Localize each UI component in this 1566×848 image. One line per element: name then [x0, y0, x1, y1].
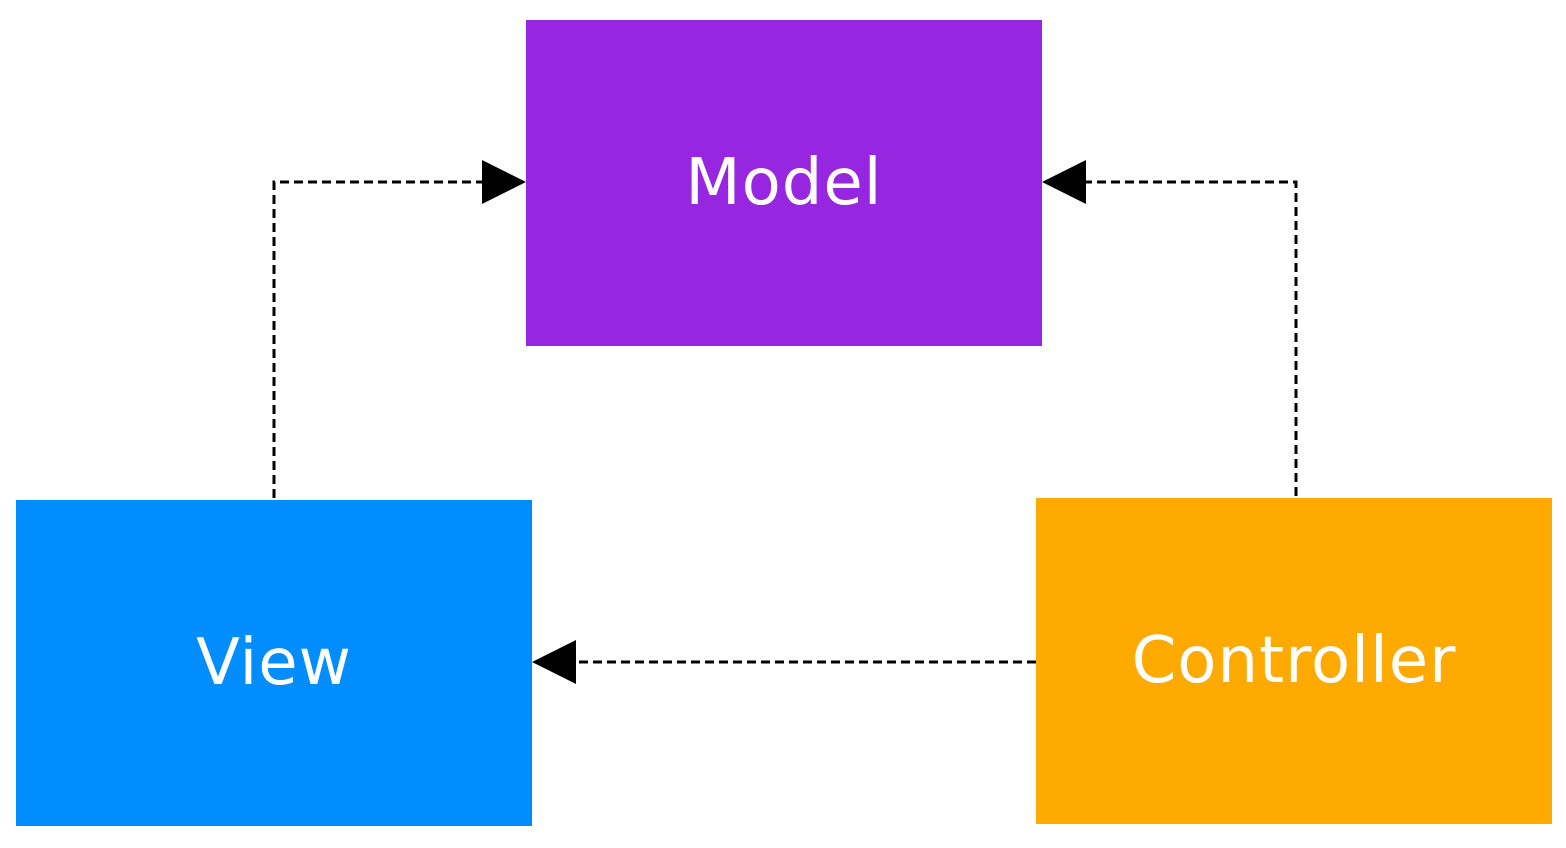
model-label: Model — [685, 146, 883, 220]
arrowhead-controller-to-model — [1042, 160, 1086, 204]
view-box: View — [16, 500, 532, 826]
controller-label: Controller — [1131, 624, 1457, 698]
controller-box: Controller — [1036, 498, 1552, 824]
view-label: View — [196, 626, 352, 700]
model-box: Model — [526, 20, 1042, 346]
edge-controller-to-model — [1086, 180, 1298, 496]
arrowhead-controller-to-view — [532, 640, 576, 684]
edge-view-to-model — [272, 180, 484, 498]
arrowhead-view-to-model — [482, 160, 526, 204]
